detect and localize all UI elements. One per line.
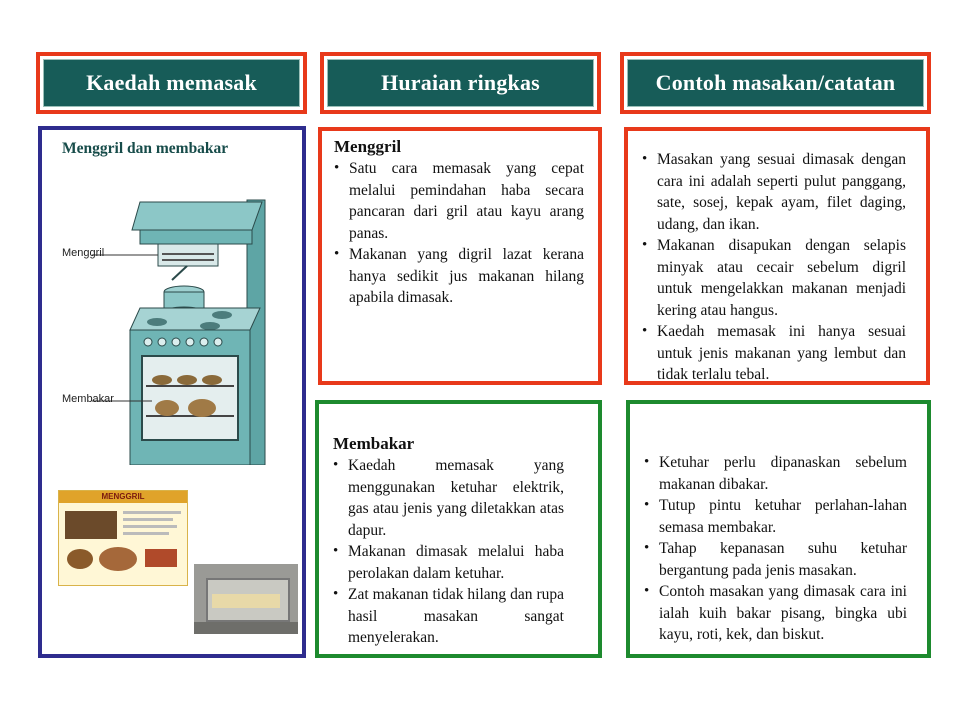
bake-note: Ketuhar perlu dipanaskan sebelum makanan… xyxy=(644,452,907,495)
grill-poster: MENGGRIL xyxy=(58,490,188,586)
bake-notes: Ketuhar perlu dipanaskan sebelum makanan… xyxy=(644,452,907,646)
bake-title: Membakar xyxy=(333,434,415,453)
grill-note: Makanan disapukan dengan selapis minyak … xyxy=(642,235,906,321)
bake-point: Kaedah memasak yang menggunakan ketuhar … xyxy=(333,455,564,541)
bake-note: Contoh masakan yang dimasak cara ini ial… xyxy=(644,581,907,646)
grill-point: Satu cara memasak yang cepat melalui pem… xyxy=(334,158,584,244)
grill-note: Masakan yang sesuai dimasak dengan cara … xyxy=(642,149,906,235)
grill-notes-box: Masakan yang sesuai dimasak dengan cara … xyxy=(624,127,930,385)
bake-note: Tutup pintu ketuhar perlahan-lahan semas… xyxy=(644,495,907,538)
grill-note: Kaedah memasak ini hanya sesuai untuk je… xyxy=(642,321,906,386)
method-panel-title: Menggril dan membakar xyxy=(62,140,229,157)
header-description-label: Huraian ringkas xyxy=(327,59,594,107)
bake-description-box: Membakar Kaedah memasak yang menggunakan… xyxy=(315,400,602,658)
label-bake: Membakar xyxy=(62,393,114,405)
grill-title: Menggril xyxy=(334,137,402,156)
grill-notes: Masakan yang sesuai dimasak dengan cara … xyxy=(642,149,906,386)
bake-point: Makanan dimasak melalui haba perolakan d… xyxy=(333,541,564,584)
bake-points: Kaedah memasak yang menggunakan ketuhar … xyxy=(333,455,564,649)
header-description: Huraian ringkas xyxy=(320,52,601,114)
label-grill: Menggril xyxy=(62,247,105,259)
oven-photo xyxy=(194,564,298,634)
header-method-label: Kaedah memasak xyxy=(43,59,300,107)
grill-poster-title: MENGGRIL xyxy=(59,491,187,503)
grill-description-box: Menggril Satu cara memasak yang cepat me… xyxy=(318,127,602,385)
header-examples-label: Contoh masakan/catatan xyxy=(627,59,924,107)
stove-illustration xyxy=(92,199,266,465)
header-method: Kaedah memasak xyxy=(36,52,307,114)
bake-note: Tahap kepanasan suhu ketuhar bergantung … xyxy=(644,538,907,581)
grill-points: Satu cara memasak yang cepat melalui pem… xyxy=(334,158,584,309)
header-examples: Contoh masakan/catatan xyxy=(620,52,931,114)
method-panel: Menggril dan membakar xyxy=(38,126,306,658)
grill-point: Makanan yang digril lazat kerana hanya s… xyxy=(334,244,584,309)
bake-notes-box: Ketuhar perlu dipanaskan sebelum makanan… xyxy=(626,400,931,658)
bake-point: Zat makanan tidak hilang dan rupa hasil … xyxy=(333,584,564,649)
